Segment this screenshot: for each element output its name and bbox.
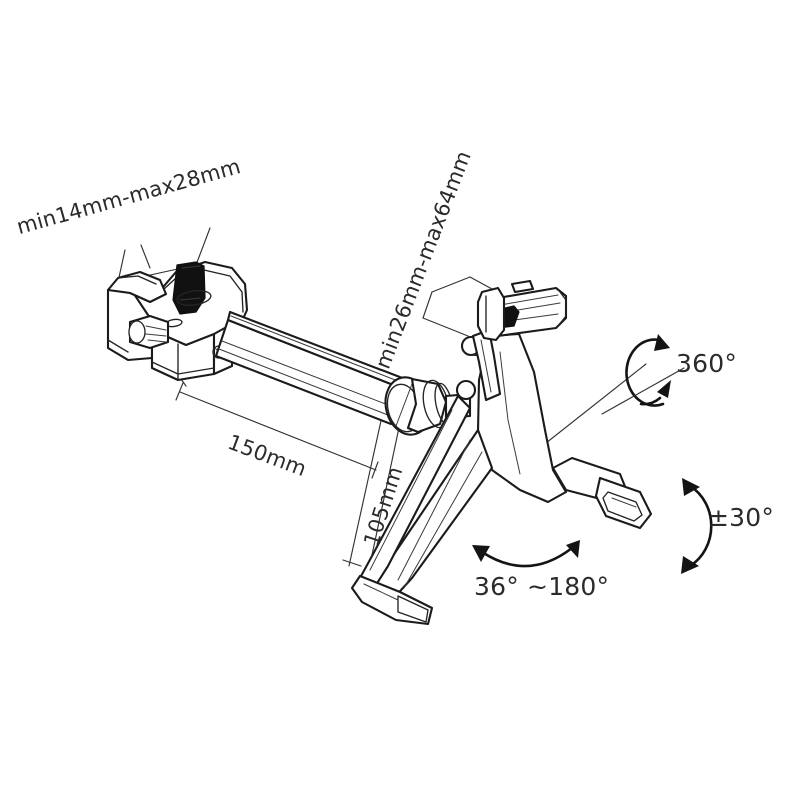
label-rotation-360: 360° [676,349,738,378]
circular-rotation-arrow [601,334,685,415]
extension-tube-arm [214,310,472,436]
horizontal-swivel-arrow [472,540,580,568]
dimension-lines [117,227,647,567]
label-swivel-range: 36° ~180° [474,572,610,601]
top-grip-jaw [476,279,568,342]
label-tilt-30: ±30° [708,503,775,532]
vertical-tilt-arrow [681,478,713,574]
tablet-holder-body [350,328,653,626]
desk-clamp [106,260,249,382]
